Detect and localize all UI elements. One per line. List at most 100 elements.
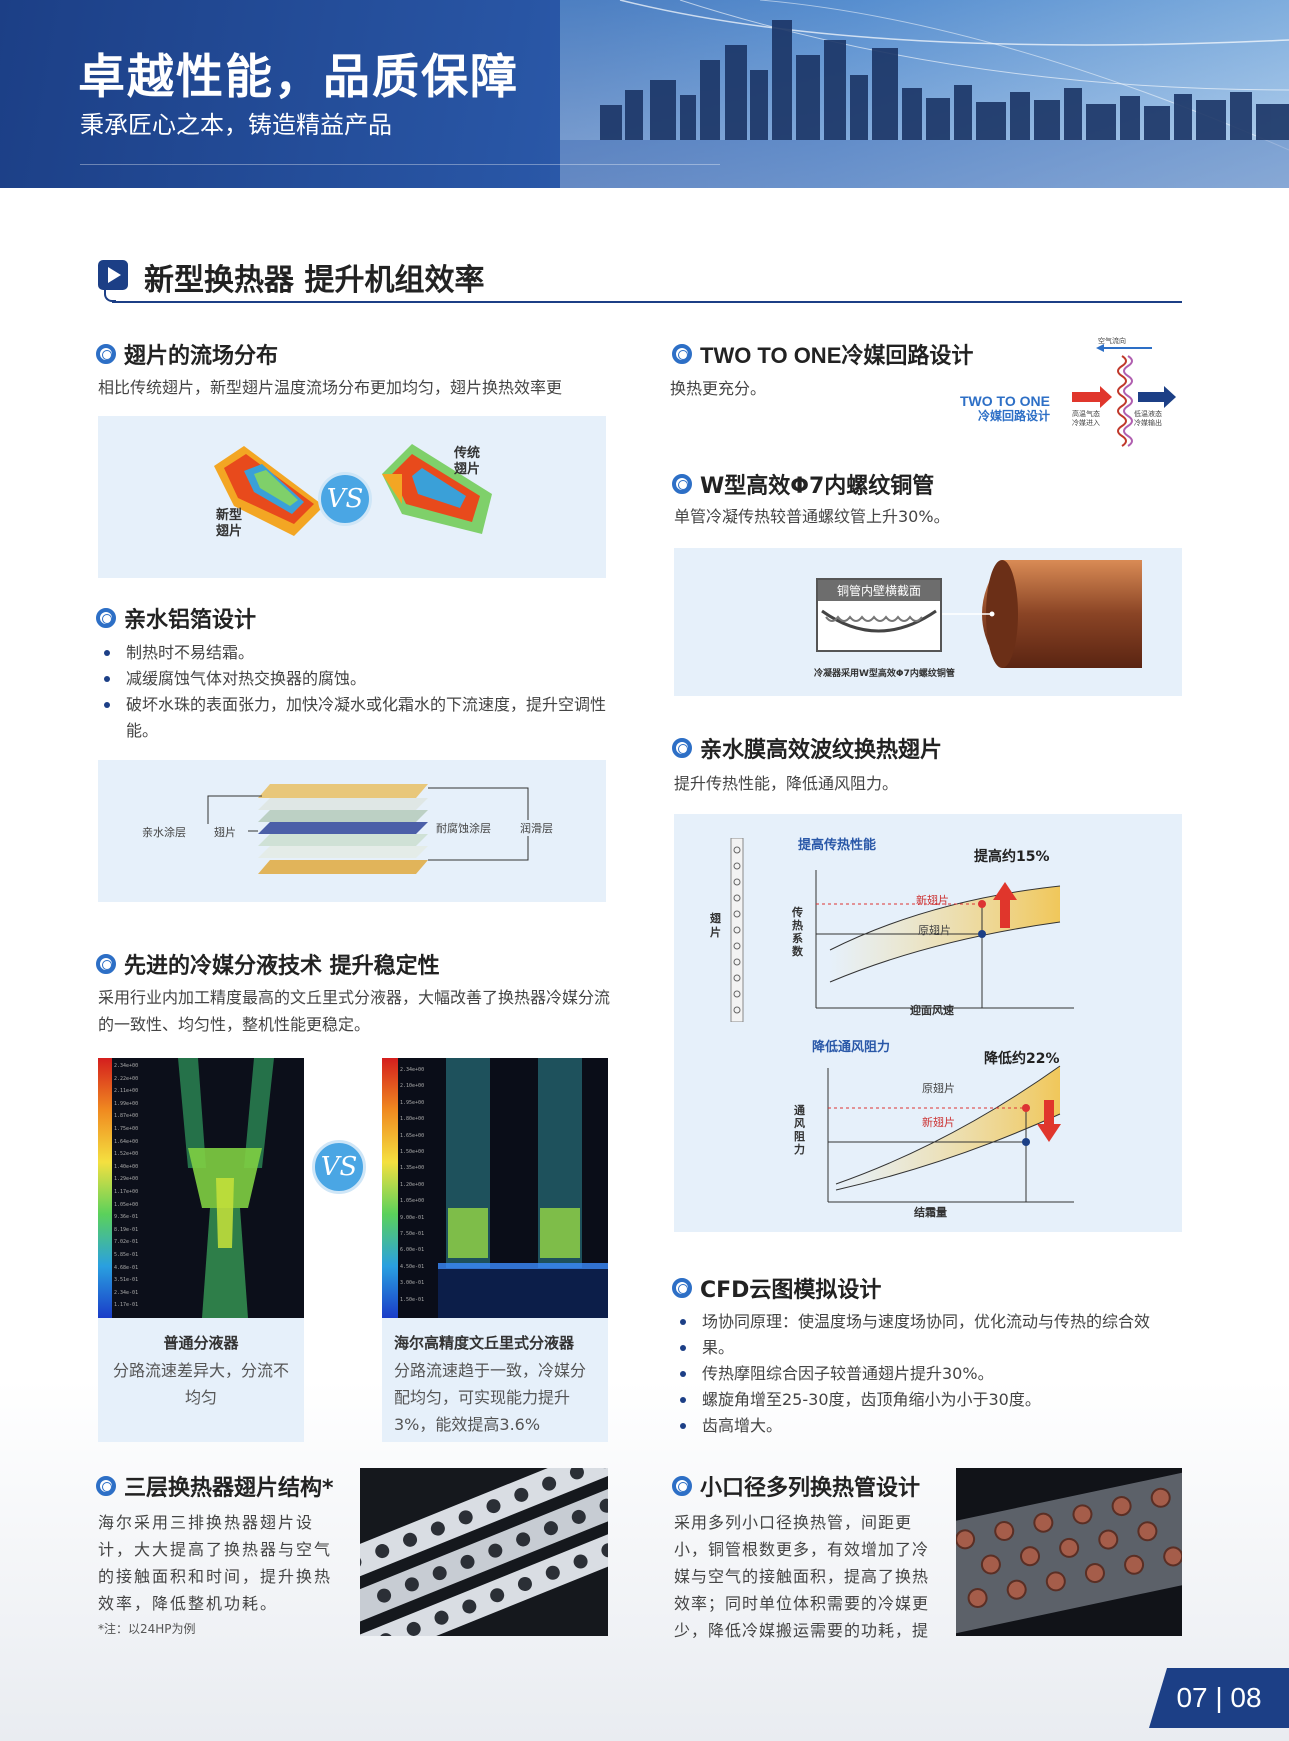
- list-item: 螺旋角增至25-30度，齿顶角缩小为小于30度。: [674, 1387, 1194, 1413]
- scale-tick-label: 1.80e+00: [400, 1116, 425, 1123]
- new-fin-heatmap-image: [214, 446, 324, 536]
- vs-badge: VS: [318, 472, 372, 526]
- list-item: 场协同原理：使温度场与速度场协同，优化流动与传热的综合效: [674, 1309, 1194, 1335]
- two-to-one-heading: TWO TO ONE冷媒回路设计: [672, 338, 973, 370]
- scale-tick-label: 2.11e+00: [114, 1088, 139, 1095]
- scale-tick-label: 2.34e+00: [400, 1067, 425, 1073]
- fin-flow-panel: 新型 翅片 传统 翅片 VS: [98, 416, 606, 578]
- diagram-brand: TWO TO ONE: [960, 393, 1050, 409]
- outlet-label: 低温液态 冷媒输出: [1134, 410, 1162, 427]
- ring-bullet-icon: [672, 474, 692, 494]
- scale-tick-label: 9.00e-01: [400, 1214, 425, 1221]
- ring-bullet-icon: [96, 954, 116, 974]
- copper-tube-panel: 铜管内壁横截面 冷凝器采用W型高效Φ7内螺纹铜管: [674, 548, 1182, 696]
- hydrophilic-film-title: 亲水膜高效波纹换热翅片: [700, 738, 943, 763]
- hydrophilic-foil-heading: 亲水铝箔设计: [96, 602, 256, 634]
- ring-bullet-icon: [672, 738, 692, 758]
- chart1-xlabel: 迎面风速: [910, 1004, 954, 1017]
- fin-flow-heading: 翅片的流场分布: [96, 338, 278, 370]
- scale-tick-label: 1.50e-01: [400, 1296, 425, 1303]
- three-layer-title: 三层换热器翅片结构*: [124, 1476, 334, 1501]
- color-scale-bar: [98, 1058, 112, 1318]
- list-item: 减缓腐蚀气体对热交换器的腐蚀。: [98, 666, 608, 692]
- color-scale-bar: [382, 1058, 398, 1318]
- cfd-title: CFD云图模拟设计: [700, 1278, 882, 1303]
- foil-layers-panel: 亲水涂层 翅片 耐腐蚀涂层 润滑层: [98, 760, 606, 902]
- fin-performance-panel: 翅 片 提高传热性能 提高约15% 新翅片 原翅片 传 热 系 数 迎面风速 降…: [674, 814, 1182, 1232]
- fin-flow-text: 相比传统翅片，新型翅片温度流场分布更加均匀，翅片换热效率更: [98, 378, 563, 397]
- traditional-fin-heatmap-image: [382, 444, 492, 534]
- scale-tick-label: 4.68e-01: [114, 1264, 139, 1271]
- chart1-ylabel: 传 热 系 数: [792, 906, 803, 958]
- tube-section-label: 铜管内壁横截面: [818, 580, 940, 601]
- two-to-one-text: 换热更充分。: [670, 379, 767, 398]
- chart1-old-fin: 原翅片: [918, 924, 951, 937]
- small-tube-photo: [956, 1468, 1182, 1636]
- chart2-title: 降低通风阻力: [812, 1040, 891, 1055]
- cfd-list: 场协同原理：使温度场与速度场协同，优化流动与传热的综合效 果。 传热摩阻综合因子…: [674, 1309, 1194, 1439]
- scale-tick-label: 1.64e+00: [114, 1138, 139, 1145]
- scale-tick-label: 2.34e+00: [114, 1063, 139, 1069]
- distributor-title: 先进的冷媒分液技术 提升稳定性: [124, 954, 440, 979]
- chart1-new-fin: 新翅片: [916, 894, 949, 907]
- scale-tick-label: 5.85e-01: [114, 1251, 139, 1258]
- traditional-fin-label: 传统 翅片: [454, 446, 481, 477]
- copper-tube-title: W型高效Φ7内螺纹铜管: [700, 474, 935, 499]
- chart2-gain: 降低约22%: [984, 1051, 1060, 1067]
- fin-label: 翅 片: [710, 912, 721, 939]
- scale-tick-label: 3.51e-01: [114, 1277, 139, 1284]
- copper-tube-photo: [942, 560, 1142, 668]
- two-to-one-diagram-label: TWO TO ONE 冷媒回路设计: [960, 394, 1050, 424]
- list-item: 果。: [674, 1335, 1194, 1361]
- small-tube-text: 采用多列小口径换热管，间距更小，铜管根数更多，有效增加了冷媒与空气的接触面积，提…: [674, 1513, 930, 1640]
- scale-tick-label: 1.05e+00: [114, 1201, 139, 1208]
- scale-tick-label: 2.22e+00: [114, 1075, 139, 1082]
- left-cfd-title: 普通分液器: [163, 1334, 239, 1352]
- list-item: 齿高增大。: [674, 1413, 1194, 1439]
- fin-flow-title: 翅片的流场分布: [124, 344, 279, 369]
- list-item: 传热摩阻综合因子较普通翅片提升30%。: [674, 1361, 1194, 1387]
- scale-tick-label: 1.20e+00: [400, 1181, 425, 1188]
- foil-layers-diagram: [258, 784, 428, 874]
- ring-bullet-icon: [96, 344, 116, 364]
- distributor-text: 采用行业内加工精度最高的文丘里式分液器，大幅改善了换热器冷媒分流的一致性、均匀性…: [98, 988, 611, 1034]
- ring-bullet-icon: [96, 1476, 116, 1496]
- scale-tick-label: 1.99e+00: [114, 1100, 139, 1107]
- header-banner: 卓越性能，品质保障 秉承匠心之本，铸造精益产品: [0, 0, 1289, 188]
- copper-tube-text: 单管冷凝传热较普通螺纹管上升30%。: [674, 507, 950, 526]
- left-cfd-caption: 普通分液器 分路流速差异大，分流不均匀: [98, 1318, 304, 1442]
- layer-label: 翅片: [214, 826, 236, 839]
- chart2-xlabel: 结霜量: [914, 1206, 947, 1219]
- ring-bullet-icon: [672, 1476, 692, 1496]
- scale-tick-label: 1.17e-01: [114, 1302, 139, 1309]
- play-icon: [98, 260, 128, 290]
- hydrophilic-foil-list: 制热时不易结霜。 减缓腐蚀气体对热交换器的腐蚀。 破坏水珠的表面张力，加快冷凝水…: [98, 640, 608, 744]
- section-rule-hook: [104, 290, 116, 302]
- scale-tick-label: 2.10e+00: [400, 1083, 425, 1090]
- scale-tick-label: 7.02e-01: [114, 1239, 139, 1246]
- section-title: 新型换热器 提升机组效率: [144, 263, 485, 298]
- hydrophilic-foil-title: 亲水铝箔设计: [124, 608, 257, 633]
- small-tube-heading: 小口径多列换热管设计: [672, 1470, 920, 1502]
- air-resistance-chart: [827, 1065, 1074, 1203]
- scale-tick-label: 1.17e+00: [114, 1188, 139, 1195]
- foil-leader-lines: [207, 787, 529, 861]
- diagram-subtitle: 冷媒回路设计: [977, 409, 1050, 423]
- vs-badge: VS: [312, 1140, 366, 1194]
- scale-tick-label: 1.75e+00: [114, 1125, 139, 1132]
- three-layer-heading: 三层换热器翅片结构*: [96, 1470, 334, 1502]
- scale-tick-label: 2.34e-01: [114, 1289, 139, 1296]
- scale-tick-label: 1.65e+00: [400, 1132, 425, 1139]
- scale-tick-label: 1.40e+00: [114, 1163, 139, 1170]
- copper-tube-heading: W型高效Φ7内螺纹铜管: [672, 468, 934, 500]
- even-flow-image: [438, 1058, 608, 1318]
- heat-transfer-chart: [815, 870, 1074, 1009]
- hydrophilic-film-heading: 亲水膜高效波纹换热翅片: [672, 732, 942, 764]
- scale-tick-label: 1.05e+00: [400, 1198, 425, 1205]
- chart1-title: 提高传热性能: [798, 838, 877, 853]
- banner-divider: [80, 164, 720, 165]
- right-cfd-caption: 海尔高精度文丘里式分液器 分路流速趋于一致，冷媒分配均匀，可实现能力提升3%，能…: [382, 1318, 608, 1442]
